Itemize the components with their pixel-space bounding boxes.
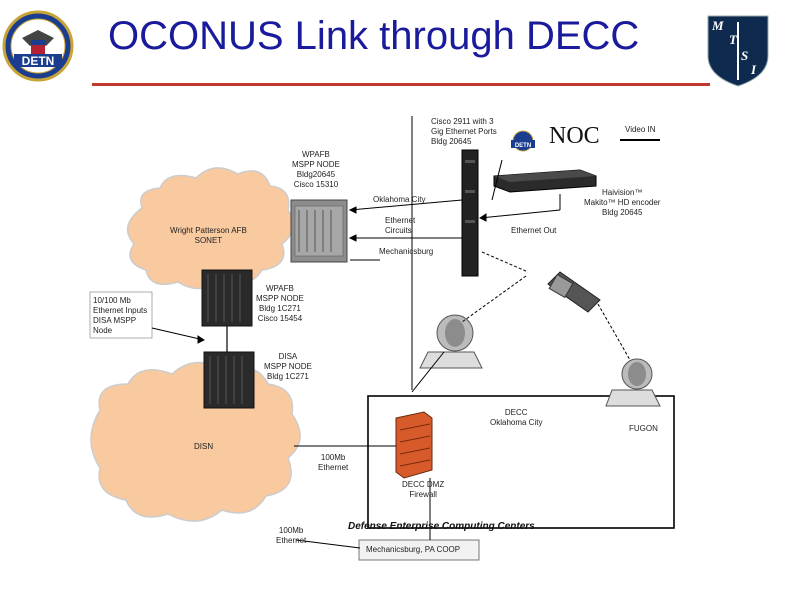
oklahoma-city-label: Oklahoma City (373, 195, 426, 204)
ethernet-circuits-label: Ethernet Circuits (385, 216, 416, 235)
satellite-dish-fugon (605, 358, 661, 407)
mechanicsburg-label: Mechanicsburg (379, 247, 434, 256)
mtsi-letter-i: I (750, 62, 757, 77)
wpafb-mspp2-label: WPAFB MSPP NODE Bldg 1C271 Cisco 15454 (256, 284, 304, 323)
ethernet-100-label-2: 100Mb Ethernet (276, 526, 307, 545)
mtsi-letter-t: T (729, 32, 738, 47)
mtsi-logo: M T S I (707, 15, 769, 87)
fugon-label: FUGON (629, 424, 658, 433)
cisco-15310-chassis (290, 199, 348, 263)
mtsi-letter-s: S (741, 48, 748, 63)
cisco-2911-label: Cisco 2911 with 3 Gig Ethernet Ports Bld… (431, 117, 497, 146)
detn-logo: DETN (2, 10, 74, 82)
mech-coop-box (358, 539, 480, 561)
mech-coop-label: Mechanicsburg, PA COOP (366, 545, 461, 554)
video-in-label: Video IN (625, 125, 656, 134)
decc-okc-label: DECC Oklahoma City (490, 408, 543, 427)
noc-badge: DETN (511, 130, 535, 152)
title-underline (92, 83, 710, 86)
ethernet-inputs-label: 10/100 Mb Ethernet Inputs DISA MSPP Node (93, 296, 148, 335)
ethernet-100-label-1: 100Mb Ethernet (318, 453, 349, 472)
noc-badge-text: DETN (515, 143, 531, 149)
satellite-icon (547, 271, 601, 313)
page-title: OCONUS Link through DECC (108, 14, 640, 58)
disa-mspp-label: DISA MSPP NODE Bldg 1C271 (264, 352, 312, 381)
cisco-15454-chassis (201, 269, 253, 327)
disa-chassis (203, 351, 255, 409)
detn-logo-text: DETN (22, 54, 55, 68)
noc-label: NOC (549, 123, 600, 149)
sonet-cloud (126, 167, 294, 290)
haivision-encoder (493, 169, 597, 193)
wpafb-mspp1-label: WPAFB MSPP NODE Bldg20645 Cisco 15310 (292, 150, 340, 189)
connection-lines (151, 116, 660, 549)
satellite-dish-left (419, 314, 483, 369)
ethernet-inputs-box (89, 291, 153, 339)
wp-sonet-label: Wright Patterson AFB SONET (170, 226, 247, 245)
decc-dmz-label: DECC DMZ Firewall (402, 480, 445, 499)
ethernet-out-label: Ethernet Out (511, 226, 557, 235)
disn-label: DISN (194, 442, 214, 451)
firewall-icon (395, 411, 433, 479)
defense-centers-label: Defense Enterprise Computing Centers (348, 521, 535, 532)
decc-box (367, 395, 675, 529)
mtsi-letter-m: M (711, 18, 724, 33)
haivision-label: Haivision™ Makito™ HD encoder Bldg 20645 (584, 188, 661, 217)
cisco-2911-router (461, 149, 479, 277)
